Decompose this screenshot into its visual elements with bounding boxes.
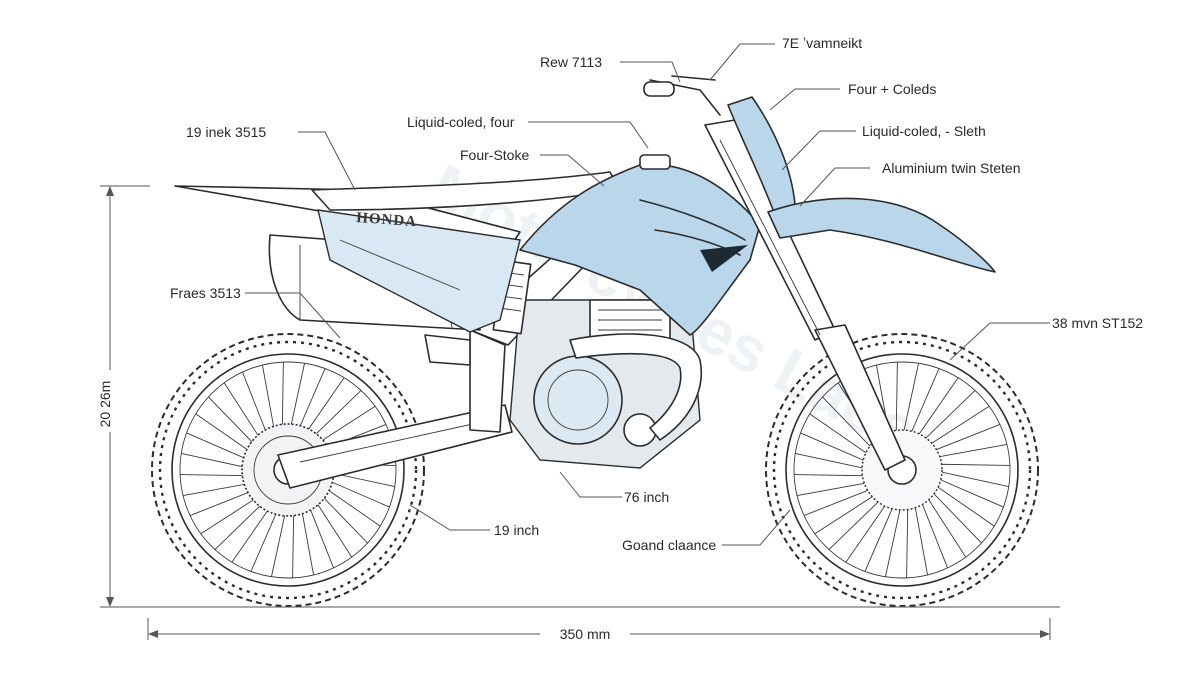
label-aluminium: Aluminium twin Steten	[882, 160, 1021, 176]
height-dimension: 20 26m	[97, 185, 150, 608]
label-top-right: 7E ʼvamneikt	[782, 35, 862, 51]
front-fender	[767, 197, 996, 273]
handlebar	[643, 75, 721, 116]
engine	[509, 299, 701, 469]
length-dimension: 350 mm	[147, 618, 1051, 642]
label-four-stoke: Four-Stoke	[460, 147, 529, 163]
front-fork	[704, 119, 906, 471]
label-ground-clearance: Goand claance	[622, 537, 716, 553]
label-76-inch: 76 inch	[624, 489, 669, 505]
length-dimension-label: 350 mm	[560, 626, 611, 642]
label-inek: 19 inek 3515	[186, 124, 266, 140]
label-fraes: Fraes 3513	[170, 285, 241, 301]
swingarm	[277, 404, 513, 489]
label-liquid-coled-four: Liquid-coled, four	[407, 114, 515, 130]
label-19-inch: 19 inch	[494, 522, 539, 538]
brand-text: HONDA	[356, 210, 418, 230]
label-rew: Rew 7113	[540, 54, 602, 70]
labels: Rew 7113 7E ʼvamneikt Four + Coleds Liqu…	[170, 35, 1143, 553]
label-four-coleds: Four + Coleds	[848, 81, 936, 97]
fuel-tank-shroud	[519, 154, 761, 336]
height-dimension-label: 20 26m	[97, 381, 113, 428]
label-mvn: 38 mvn ST152	[1052, 315, 1143, 331]
leader-lines	[245, 43, 1050, 546]
label-liquid-coled-sleth: Liquid-coled, - Sleth	[862, 123, 986, 139]
